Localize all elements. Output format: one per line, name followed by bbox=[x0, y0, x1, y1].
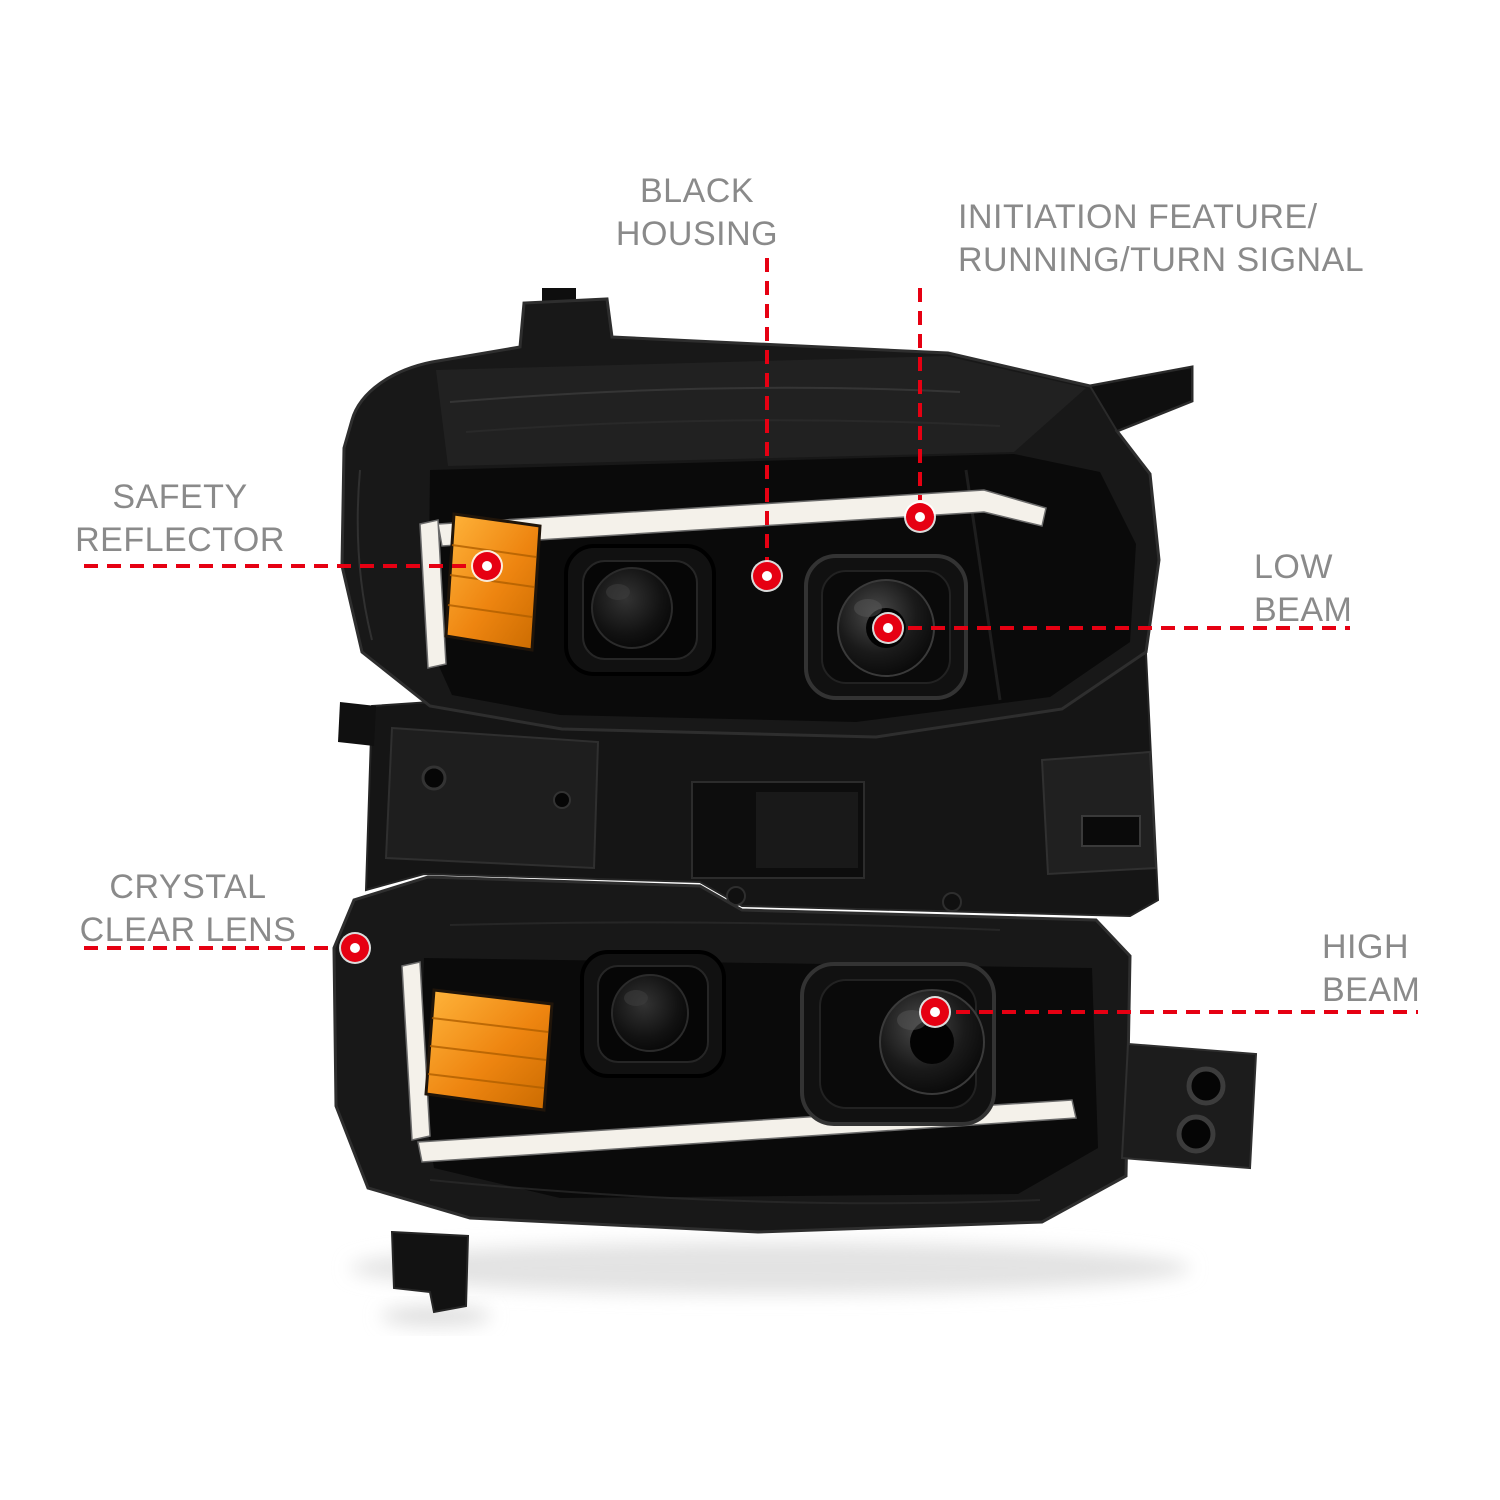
initiation-feature-leader-line bbox=[918, 288, 922, 500]
product-shadow bbox=[350, 1242, 1190, 1326]
label-line: REFLECTOR bbox=[75, 521, 285, 559]
bracket-hole bbox=[553, 791, 571, 809]
callout-initiation-feature-label: INITIATION FEATURE/ RUNNING/TURN SIGNAL bbox=[958, 196, 1378, 282]
label-line: CLEAR LENS bbox=[79, 911, 297, 949]
drl-strip-upper bbox=[437, 489, 1047, 547]
initiation-feature-marker bbox=[906, 503, 934, 531]
high-beam-projector bbox=[800, 962, 996, 1126]
label-line: BLACK bbox=[640, 172, 754, 210]
label-line: BEAM bbox=[1254, 591, 1353, 629]
label-line: CRYSTAL bbox=[109, 868, 267, 906]
crystal-clear-lens-leader-line bbox=[84, 946, 336, 950]
bolt-hole bbox=[1186, 1066, 1226, 1106]
callout-crystal-clear-lens-label: CRYSTAL CLEAR LENS bbox=[78, 866, 298, 952]
screw bbox=[942, 892, 962, 912]
drl-strip-lower-vertical bbox=[401, 961, 431, 1141]
upper-right-wing bbox=[1088, 365, 1193, 433]
mid-left-tab bbox=[338, 702, 376, 746]
bracket-hole bbox=[421, 765, 447, 791]
safety-reflector-marker bbox=[473, 552, 501, 580]
low-beam-marker bbox=[874, 614, 902, 642]
mid-left-bracket bbox=[384, 726, 600, 870]
label-line: SAFETY bbox=[112, 478, 248, 516]
mid-right-bracket bbox=[1040, 750, 1158, 876]
low-beam-leader-line bbox=[908, 626, 1350, 630]
bolt-hole bbox=[1176, 1114, 1216, 1154]
drl-strip-upper-vertical bbox=[419, 519, 447, 669]
upper-inner-projector bbox=[564, 544, 716, 676]
callout-high-beam-label: HIGH BEAM bbox=[1322, 926, 1462, 1012]
black-housing-leader-line bbox=[765, 258, 769, 562]
bottom-connector-tab bbox=[390, 1230, 470, 1314]
high-beam-marker bbox=[921, 998, 949, 1026]
lower-inner-projector bbox=[580, 950, 726, 1078]
black-housing-marker bbox=[753, 562, 781, 590]
safety-reflector-leader-line bbox=[84, 564, 468, 568]
side-mounting-bracket bbox=[1120, 1042, 1258, 1170]
safety-reflector-lower bbox=[424, 988, 554, 1112]
label-line: BEAM bbox=[1322, 971, 1421, 1009]
label-line: RUNNING/TURN SIGNAL bbox=[958, 241, 1365, 279]
callout-safety-reflector-label: SAFETY REFLECTOR bbox=[75, 476, 285, 562]
label-line: HIGH bbox=[1322, 928, 1409, 966]
label-line: HOUSING bbox=[615, 215, 779, 253]
mid-center-plate bbox=[756, 792, 858, 868]
callout-black-housing-label: BLACK HOUSING bbox=[572, 170, 822, 256]
bracket-slot bbox=[1081, 815, 1141, 847]
label-line: INITIATION FEATURE/ bbox=[958, 198, 1318, 236]
high-beam-leader-line bbox=[956, 1010, 1418, 1014]
crystal-clear-lens-marker bbox=[341, 934, 369, 962]
callout-low-beam-label: LOW BEAM bbox=[1254, 546, 1394, 632]
upper-top-surface bbox=[436, 356, 1086, 466]
label-line: LOW bbox=[1254, 548, 1333, 586]
